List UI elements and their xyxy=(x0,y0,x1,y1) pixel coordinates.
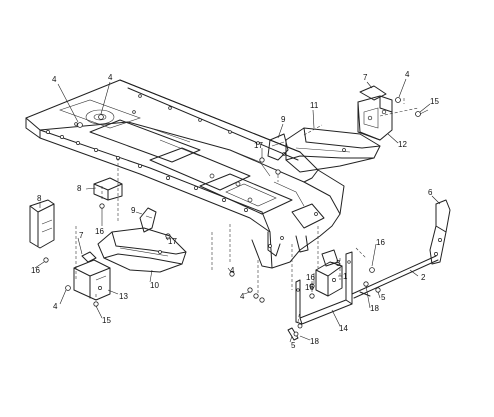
callout-16: 16 xyxy=(305,283,314,292)
callout-18: 18 xyxy=(370,304,379,313)
callout-9: 9 xyxy=(281,115,286,124)
part-8-mid-bracket xyxy=(93,177,123,209)
callout-17: 17 xyxy=(168,237,177,246)
part-14-rear-frame xyxy=(295,251,353,325)
callout-4: 4 xyxy=(240,292,245,301)
callout-8: 8 xyxy=(37,194,42,203)
part-6-lever xyxy=(429,199,451,265)
callout-16: 16 xyxy=(31,266,40,275)
callout-16: 16 xyxy=(95,227,104,236)
callout-18: 18 xyxy=(310,337,319,346)
callout-labels: 4 4 7 4 15 11 9 12 17 8 8 6 9 16 17 7 16… xyxy=(31,70,439,350)
part-12-bracket xyxy=(357,85,429,141)
callout-16: 16 xyxy=(306,273,315,282)
callout-3: 3 xyxy=(336,259,341,268)
callout-12: 12 xyxy=(398,140,407,149)
callout-17: 17 xyxy=(254,141,263,150)
callout-7: 7 xyxy=(363,73,368,82)
callout-1: 1 xyxy=(343,272,348,281)
callout-6: 6 xyxy=(428,188,433,197)
callout-4: 4 xyxy=(108,73,113,82)
callout-14: 14 xyxy=(339,324,348,333)
callout-8: 8 xyxy=(77,184,82,193)
callout-5: 5 xyxy=(381,293,386,302)
callout-5: 5 xyxy=(291,341,296,350)
callout-4: 4 xyxy=(53,302,58,311)
callout-16: 16 xyxy=(376,238,385,247)
callout-7: 7 xyxy=(79,231,84,240)
callout-10: 10 xyxy=(150,281,159,290)
callout-11: 11 xyxy=(310,101,319,110)
callout-15: 15 xyxy=(102,316,111,325)
callout-4: 4 xyxy=(52,75,57,84)
hardware-cluster xyxy=(229,267,381,341)
leader-lines xyxy=(34,78,441,343)
part-8-left-bracket xyxy=(29,199,55,263)
callout-4: 4 xyxy=(405,70,410,79)
part-9-upper-bracket xyxy=(259,133,289,175)
callout-15: 15 xyxy=(430,97,439,106)
part-11-deflector xyxy=(285,127,381,173)
part-9-lower-bracket xyxy=(139,207,171,239)
callout-13: 13 xyxy=(119,292,128,301)
part-13-bracket xyxy=(65,251,111,307)
callout-2: 2 xyxy=(421,273,426,282)
main-frame xyxy=(25,79,345,269)
callout-4: 4 xyxy=(230,266,235,275)
callout-9: 9 xyxy=(131,206,136,215)
part-10-lower-deflector xyxy=(97,227,187,273)
